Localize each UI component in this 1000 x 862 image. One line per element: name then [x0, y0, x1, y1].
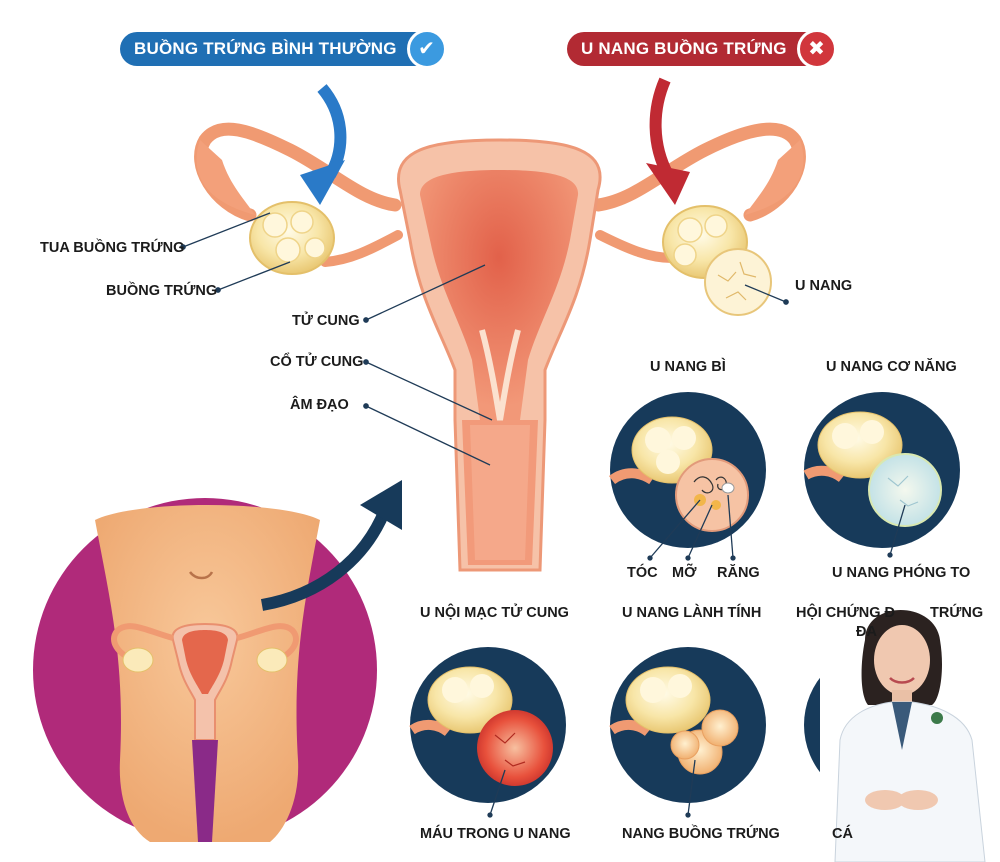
title-benign: U NANG LÀNH TÍNH	[622, 605, 762, 621]
label-cyst: U NANG	[795, 278, 853, 294]
title-pcos-part2: TRỨNG	[930, 605, 984, 621]
title-pcos-line2: ĐA	[856, 624, 877, 640]
normal-ovary-pill: BUỒNG TRỨNG BÌNH THƯỜNG ✔	[120, 29, 447, 69]
body-illustration	[33, 498, 377, 842]
part-hair: TÓC	[627, 565, 658, 581]
blue-arrow-icon	[300, 160, 345, 205]
caption-benign: NANG BUỒNG TRỨNG	[622, 826, 780, 842]
label-uterus: TỬ CUNG	[292, 313, 360, 329]
x-icon: ✖	[796, 29, 837, 69]
caption-functional: U NANG PHÓNG TO	[832, 565, 971, 581]
caption-endometrioma: MÁU TRONG U NANG	[420, 826, 571, 842]
uterus-illustration	[194, 122, 806, 572]
title-endometrioma: U NỘI MẠC TỬ CUNG	[420, 605, 569, 621]
label-fimbriae: TUA BUỒNG TRỨNG	[40, 240, 185, 256]
check-icon: ✔	[406, 29, 447, 69]
title-dermoid: U NANG BÌ	[650, 359, 726, 375]
normal-ovary-label: BUỒNG TRỨNG BÌNH THƯỜNG	[134, 39, 397, 58]
part-fat: MỠ	[672, 565, 697, 581]
endometrioma-circle	[409, 647, 566, 803]
label-vagina: ÂM ĐẠO	[290, 397, 349, 413]
benign-cyst-circle	[609, 647, 766, 803]
ovarian-cyst-label: U NANG BUỒNG TRỨNG	[581, 39, 787, 58]
label-ovary: BUỒNG TRỨNG	[106, 283, 218, 299]
dermoid-cyst-circle	[608, 392, 766, 548]
curved-arrow-icon	[360, 480, 402, 530]
part-teeth: RĂNG	[717, 565, 760, 581]
red-arrow-icon	[646, 163, 690, 205]
title-pcos-part1: HỘI CHỨNG Đ	[796, 605, 896, 621]
caption-pcos-visible: CÁ	[832, 826, 853, 842]
label-cervix: CỔ TỬ CUNG	[270, 354, 364, 370]
doctor-photo	[820, 600, 1000, 862]
normal-ovary	[249, 201, 335, 275]
cyst-ovary	[662, 205, 772, 316]
title-functional: U NANG CƠ NĂNG	[826, 359, 957, 375]
functional-cyst-circle	[803, 392, 960, 548]
ovarian-cyst-pill: U NANG BUỒNG TRỨNG ✖	[567, 29, 837, 69]
